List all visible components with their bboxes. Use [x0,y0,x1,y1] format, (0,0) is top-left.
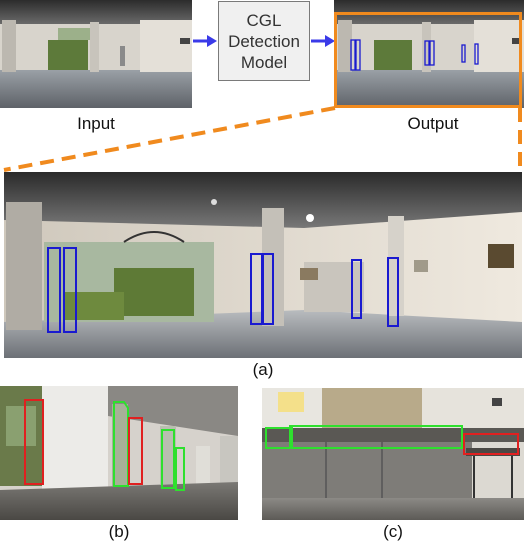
zoom-connector [3,106,522,172]
detection-box-green [161,429,175,489]
detection-box-green [175,447,185,491]
detection-box-green [289,425,463,449]
panel-a-caption: (a) [252,360,274,379]
input-image [0,0,192,108]
model-label-line-1: CGL [246,10,282,30]
cgl-detection-model-box: CGL Detection Model [218,1,310,81]
output-highlight-box [334,12,522,108]
panel-b-image [0,386,238,520]
panel-c-image [262,388,524,520]
detection-box [351,259,362,319]
detection-box-green [265,427,293,449]
detection-box [63,247,77,333]
panel-a-image [4,172,522,358]
right-arrow-icon [193,35,217,47]
detection-box [47,247,61,333]
model-label-line-3: Model [240,52,288,72]
model-label-line-2: Detection [228,31,300,51]
detection-box-red [463,433,519,455]
right-arrow-icon [311,35,335,47]
output-label: Output [407,114,459,133]
detection-box-red [128,417,143,485]
detection-box [387,257,399,327]
input-label: Input [77,114,115,133]
detection-box-red [24,399,44,485]
panel-b-caption: (b) [108,522,130,541]
panel-c-caption: (c) [383,522,403,541]
detection-box [262,253,274,325]
